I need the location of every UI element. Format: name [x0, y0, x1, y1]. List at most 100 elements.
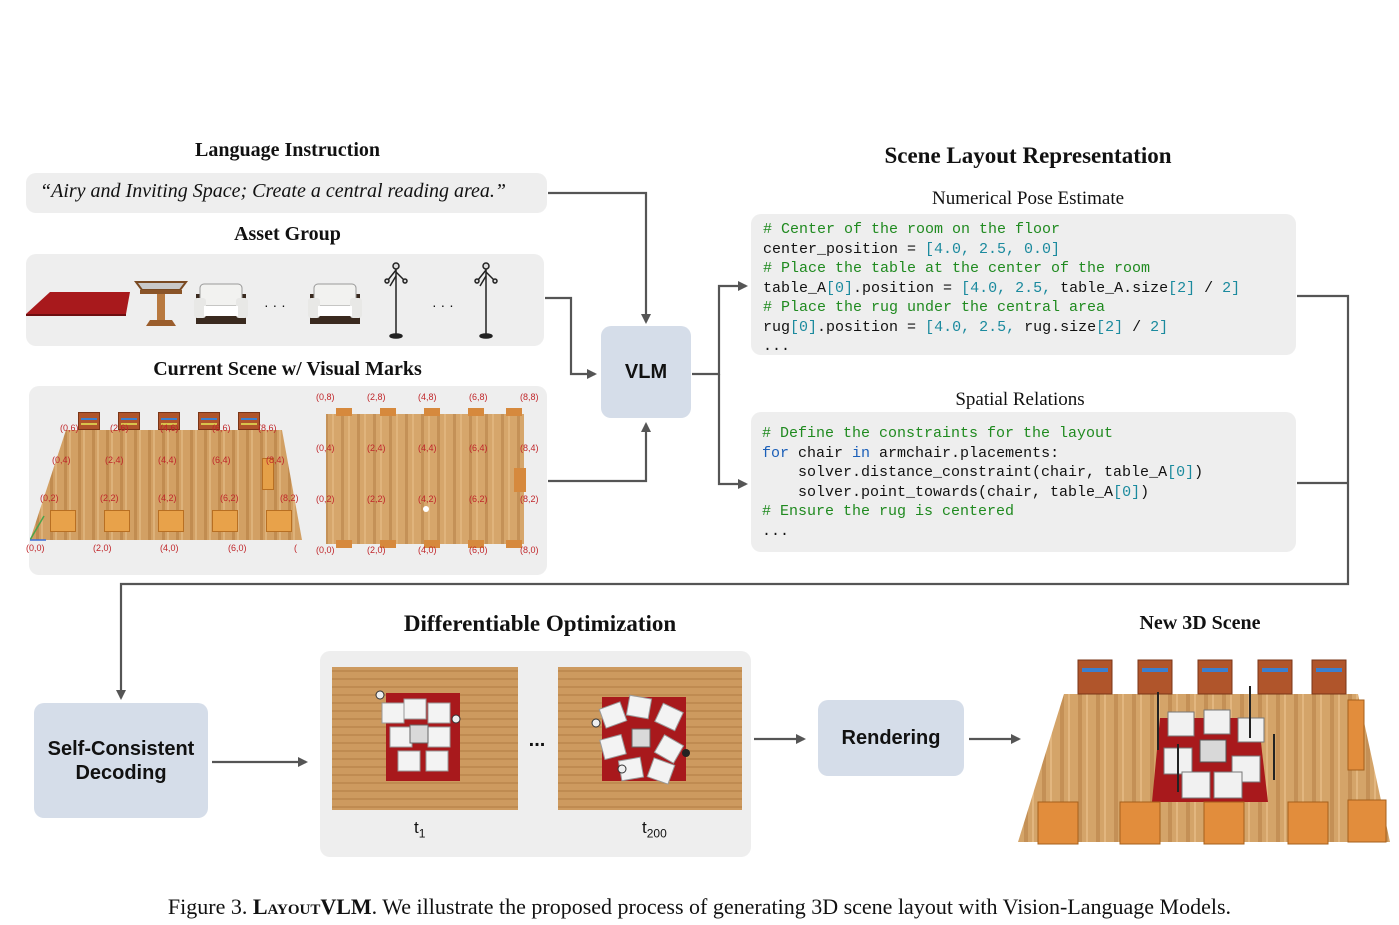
- coordinate-mark: (8,6): [258, 423, 277, 433]
- coordinate-mark: (0,2): [40, 493, 59, 503]
- coordinate-mark: (8,4): [520, 443, 539, 453]
- asset-ellipsis-1: · · ·: [264, 297, 286, 313]
- coordinate-mark: (4,0): [418, 545, 437, 555]
- coordinate-mark: (: [294, 543, 297, 553]
- coordinate-mark: (2,8): [367, 392, 386, 402]
- asset-ellipsis-2: · · ·: [432, 297, 454, 313]
- coordinate-mark: (0,4): [316, 443, 335, 453]
- coordinate-mark: (6,4): [212, 455, 231, 465]
- armchair-icon: [308, 283, 362, 324]
- rug-icon: [26, 292, 130, 316]
- code-line: # Place the rug under the central area: [763, 298, 1240, 318]
- vlm-box: VLM: [601, 326, 691, 418]
- numerical-pose-heading: Numerical Pose Estimate: [931, 188, 1125, 209]
- current-scene-heading: Current Scene w/ Visual Marks: [153, 358, 422, 380]
- code-token: table_A: [763, 279, 827, 297]
- coordinate-mark: (2,0): [93, 543, 112, 553]
- code-token: # Define the constraints for the layout: [762, 425, 1114, 442]
- code-line: ...: [763, 337, 1240, 357]
- coordinate-mark: (4,2): [158, 493, 177, 503]
- coordinate-mark: (6,2): [469, 494, 488, 504]
- code-line: center_position = [4.0, 2.5, 0.0]: [763, 240, 1240, 260]
- code-token: .position =: [817, 318, 926, 336]
- coordinate-mark: (2,4): [367, 443, 386, 453]
- code-line: for chair in armchair.placements:: [762, 444, 1203, 464]
- optimization-frame-t200: [558, 667, 742, 810]
- coordinate-mark: (2,0): [367, 545, 386, 555]
- code-line: rug[0].position = [4.0, 2.5, rug.size[2]…: [763, 318, 1240, 338]
- code-token: [4.0, 2.5, 0.0]: [925, 240, 1061, 258]
- code-token: [0]: [1167, 464, 1195, 481]
- code-line: solver.point_towards(chair, table_A[0]): [762, 483, 1203, 503]
- code-token: ): [1194, 464, 1204, 481]
- code-token: ...: [762, 522, 790, 540]
- code-token: [2]: [1168, 279, 1196, 297]
- coordinate-mark: (0,2): [316, 494, 335, 504]
- code-token: rug: [763, 318, 791, 336]
- code-token: [0]: [826, 279, 854, 297]
- code-line: # Define the constraints for the layout: [762, 424, 1203, 444]
- spatial-relations-heading: Spatial Relations: [955, 389, 1085, 410]
- coordinate-mark: (6,4): [469, 443, 488, 453]
- code-token: solver.point_towards(chair, table_A: [762, 483, 1114, 501]
- code-token: # Ensure the rug is centered: [762, 503, 1015, 520]
- coordinate-mark: (0,6): [60, 423, 79, 433]
- numerical-pose-code: # Center of the room on the floor center_…: [763, 220, 1240, 357]
- code-token: # Center of the room on the floor: [763, 221, 1061, 238]
- coordinate-mark: (2,4): [105, 455, 124, 465]
- coordinate-mark: (6,6): [212, 423, 231, 433]
- armchair-icon: [194, 283, 248, 324]
- coordinate-mark: (0,0): [26, 543, 45, 553]
- spatial-relations-panel: [751, 412, 1296, 552]
- code-line: # Center of the room on the floor: [763, 220, 1240, 240]
- coordinate-mark: (2,2): [100, 493, 119, 503]
- coordinate-mark: (4,0): [160, 543, 179, 553]
- coordinate-mark: (0,8): [316, 392, 335, 402]
- code-token: solver.distance_constraint(chair, table_…: [762, 464, 1168, 481]
- code-token: # Place the table at the center of the r…: [763, 260, 1151, 277]
- differentiable-optimization-heading: Differentiable Optimization: [403, 611, 677, 636]
- code-token: 2]: [1150, 318, 1169, 336]
- arrow-representation-to-decoding: [116, 294, 1350, 700]
- time-label-t200: t200: [642, 818, 667, 841]
- self-consistent-decoding-box: Self-Consistent Decoding: [34, 703, 208, 818]
- coordinate-mark: (2,6): [110, 423, 129, 433]
- code-token: [4.0, 2.5,: [961, 279, 1052, 297]
- code-line: # Ensure the rug is centered: [762, 502, 1203, 522]
- code-token: chair: [789, 444, 853, 462]
- arrow-vlm-to-spatial: [717, 374, 748, 489]
- code-token: armchair.placements:: [870, 444, 1060, 462]
- code-token: in: [852, 444, 871, 462]
- arrow-assets-to-vlm: [545, 296, 597, 379]
- rendering-box: Rendering: [818, 700, 964, 776]
- code-token: .position =: [853, 279, 962, 297]
- code-token: table_A.size: [1051, 279, 1169, 297]
- coordinate-mark: (6,2): [220, 493, 239, 503]
- asset-group-heading: Asset Group: [234, 223, 341, 245]
- code-line: table_A[0].position = [4.0, 2.5, table_A…: [763, 279, 1240, 299]
- code-token: center_position =: [763, 240, 926, 258]
- scene-topdown-view: [320, 408, 542, 548]
- coordinate-mark: (6,0): [228, 543, 247, 553]
- code-token: /: [1195, 279, 1223, 297]
- coordinate-mark: (8,2): [280, 493, 299, 503]
- instruction-panel: [26, 173, 547, 213]
- arrow-scene-to-vlm: [548, 422, 651, 483]
- figure-caption: Figure 3. LayoutVLM. We illustrate the p…: [167, 894, 1232, 919]
- coordinate-mark: (8,4): [266, 455, 285, 465]
- optimization-frame-t1: [332, 667, 518, 810]
- coordinate-mark: (0,0): [316, 545, 335, 555]
- coordinate-mark: (8,8): [520, 392, 539, 402]
- instruction-text: “Airy and Inviting Space; Create a centr…: [40, 180, 507, 202]
- code-line: # Place the table at the center of the r…: [763, 259, 1240, 279]
- numerical-pose-panel: [751, 214, 1296, 355]
- code-token: /: [1123, 318, 1151, 336]
- coordinate-mark: (6,0): [469, 545, 488, 555]
- spatial-relations-code: # Define the constraints for the layout f…: [762, 424, 1203, 541]
- coordinate-mark: (6,8): [469, 392, 488, 402]
- code-token: [0]: [790, 318, 818, 336]
- scene-layout-heading: Scene Layout Representation: [884, 143, 1172, 168]
- coordinate-mark: (2,2): [367, 494, 386, 504]
- coordinate-mark: (4,8): [418, 392, 437, 402]
- code-token: [2]: [1096, 318, 1124, 336]
